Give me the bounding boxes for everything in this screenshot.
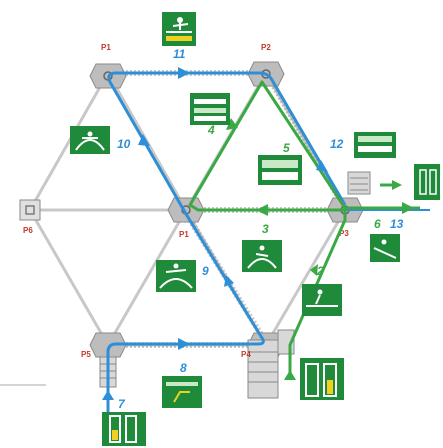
node-p6 (20, 200, 40, 220)
entry-gate-sign-icon-p4 (300, 358, 344, 400)
snowboard-box-sign-icon-8 (162, 376, 202, 408)
edge-p6-p5 (30, 210, 108, 345)
route-label-4: 4 (207, 123, 215, 137)
snowboard-rail-sign-icon-2 (302, 284, 342, 316)
snowboard-rail-sign-icon (162, 12, 196, 46)
kicker-sign-icon-exit (370, 234, 400, 262)
route-label-5: 5 (283, 141, 290, 155)
edge-p3-p4 (266, 210, 345, 345)
green-route (190, 82, 420, 375)
route-label-10: 10 (117, 137, 131, 151)
route-label-13: 13 (390, 217, 404, 231)
jump-sign-icon-9 (156, 260, 196, 292)
route-label-8: 8 (180, 361, 187, 375)
jump-sign-icon-3 (242, 240, 282, 272)
label-p2: P2 (261, 43, 271, 52)
snowboard-box-sign-icon-4 (190, 93, 230, 125)
label-p5: P5 (81, 350, 91, 359)
arrow-top (178, 67, 190, 79)
route-label-3: 3 (262, 222, 269, 236)
arrow-green-exit (402, 202, 414, 214)
arrow-blue-entry (102, 390, 114, 400)
node-p4 (248, 330, 294, 398)
node-p3 (327, 172, 370, 222)
label-p11: P1 (101, 43, 111, 52)
green-route-path (190, 82, 420, 375)
arrow-green-entry (284, 370, 296, 380)
label-p4: P4 (241, 350, 251, 359)
arrow-green-left (256, 204, 268, 216)
route-label-9: 9 (202, 264, 209, 278)
route-label-6: 6 (374, 217, 381, 231)
jump-sign-icon-10 (70, 126, 110, 154)
arrow-bottom (178, 338, 190, 350)
route-label-12: 12 (330, 137, 344, 151)
exit-arrow-sign-icon (414, 164, 440, 200)
label-p6: P6 (23, 226, 33, 235)
label-p1: P1 (179, 230, 189, 239)
route-label-7: 7 (118, 397, 126, 411)
route-label-2: 2 (316, 264, 324, 278)
entry-gate-sign-icon-7 (102, 412, 146, 446)
snowboard-box-sign-icon-12 (354, 132, 396, 158)
snowboard-box-sign-icon-5 (258, 155, 302, 185)
route-label-11: 11 (173, 47, 186, 61)
